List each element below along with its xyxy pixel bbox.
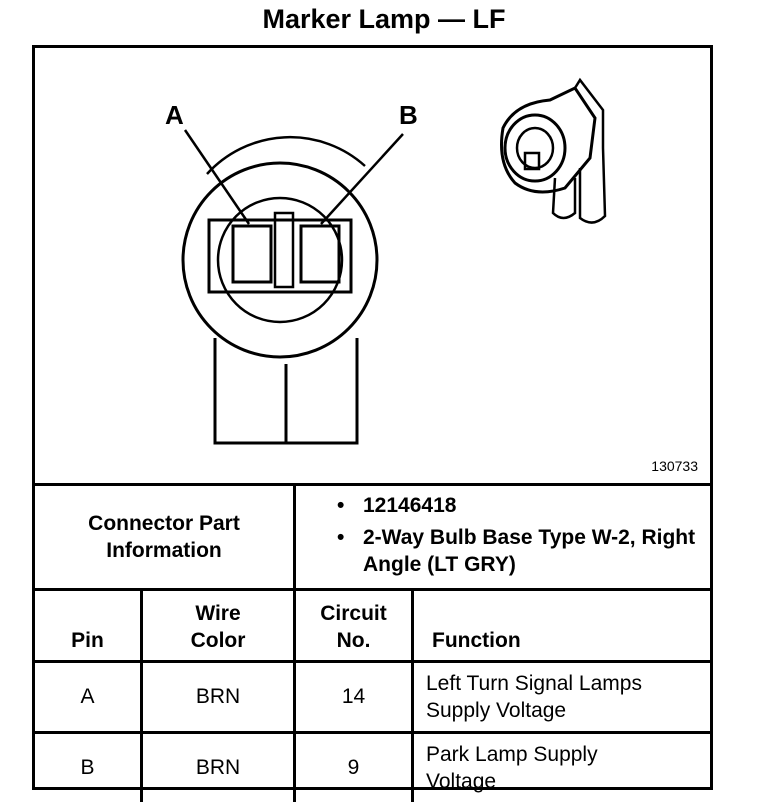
cell-circuit: 14 bbox=[293, 660, 414, 734]
connector-info-label-text: Connector Part Information bbox=[88, 512, 240, 562]
header-circuit-text: Circuit No. bbox=[320, 602, 387, 652]
table-row: A BRN 14 Left Turn Signal Lamps Supply V… bbox=[35, 660, 710, 734]
cell-function-text: Park Lamp Supply Voltage bbox=[426, 743, 598, 793]
table-header-row: Pin Wire Color Circuit No. Function bbox=[35, 588, 710, 663]
list-item: • 2-Way Bulb Base Type W-2, Right Angle (… bbox=[335, 524, 710, 578]
connector-sheet: A B 130733 Connector Part Information • 1… bbox=[32, 45, 713, 802]
header-function: Function bbox=[411, 588, 710, 663]
terminal-housing bbox=[207, 218, 353, 294]
cell-function: Park Lamp Supply Voltage bbox=[411, 731, 710, 802]
cell-pin: A bbox=[35, 660, 143, 734]
connector-iso-view bbox=[500, 77, 607, 224]
cell-wire-color: BRN bbox=[140, 731, 296, 802]
terminal-b bbox=[299, 224, 341, 284]
table-row: B BRN 9 Park Lamp Supply Voltage bbox=[35, 731, 710, 802]
pin-label-a: A bbox=[165, 100, 184, 130]
header-wire-color: Wire Color bbox=[140, 588, 296, 663]
bullet: • bbox=[337, 494, 345, 517]
pin-table: Pin Wire Color Circuit No. Function A BR… bbox=[35, 588, 710, 802]
connector-figure: A B 130733 bbox=[35, 48, 710, 486]
header-circuit: Circuit No. bbox=[293, 588, 414, 663]
page-title: Marker Lamp — LF bbox=[262, 4, 506, 34]
pin-label-b: B bbox=[399, 100, 418, 130]
connector-face-outer bbox=[181, 161, 379, 359]
bullet: • bbox=[337, 526, 345, 549]
figure-number: 130733 bbox=[651, 458, 698, 474]
connector-type: 2-Way Bulb Base Type W-2, Right Angle (L… bbox=[363, 526, 696, 576]
cell-function: Left Turn Signal Lamps Supply Voltage bbox=[411, 660, 710, 734]
header-pin: Pin bbox=[35, 588, 143, 663]
cell-function-text: Left Turn Signal Lamps Supply Voltage bbox=[426, 672, 642, 722]
connector-info-section: Connector Part Information • 12146418 • 2-… bbox=[35, 486, 710, 591]
leader-a bbox=[183, 129, 251, 225]
cell-wire-color: BRN bbox=[140, 660, 296, 734]
leader-b bbox=[320, 133, 404, 225]
connector-face-rim bbox=[206, 135, 366, 175]
cell-pin: B bbox=[35, 731, 143, 802]
list-item: • 12146418 bbox=[335, 492, 710, 519]
header-wire-color-text: Wire Color bbox=[190, 602, 246, 652]
connector-face-inner bbox=[216, 196, 344, 324]
connector-drawing: A B bbox=[165, 77, 607, 445]
center-key bbox=[273, 211, 295, 289]
terminal-a bbox=[231, 224, 273, 284]
connector-info-list: • 12146418 • 2-Way Bulb Base Type W-2, Rig… bbox=[335, 492, 710, 583]
connector-info-label: Connector Part Information bbox=[35, 486, 296, 588]
cell-circuit: 9 bbox=[293, 731, 414, 802]
part-number: 12146418 bbox=[363, 494, 457, 517]
